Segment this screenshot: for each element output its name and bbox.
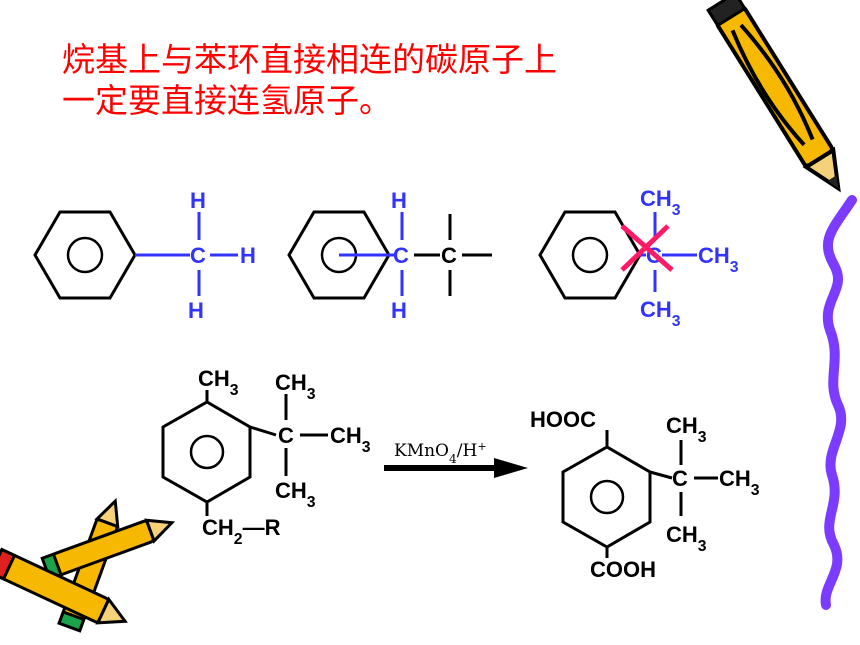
pencil-tip [802,146,841,193]
ch3-right: CH3 [719,466,760,499]
atom-H-top: H [391,188,407,213]
ch3-top-text: CH3 [666,413,707,446]
pencil-tip [95,596,128,625]
ch3-right-text: CH3 [330,423,371,456]
squiggle-border [820,195,857,610]
ch3-top: CH3 [275,370,316,403]
atom-H-bottom: H [391,298,407,323]
ch3-bottom: CH3 [640,297,681,330]
pencil-eraser [0,547,17,581]
aromatic-circle [571,236,609,274]
aromatic-circle [589,479,625,515]
atom-H-top: H [190,188,206,213]
atom-C1: C [393,243,409,268]
rule-line-2: 一定要直接连氢原子。 [62,81,392,120]
atom-C2: C [441,243,457,268]
ch3-right: CH3 [330,423,371,456]
structure-tertiary: C CH3 CH3 CH3 [538,186,739,330]
structure-toluene: H C H H [33,188,256,323]
ch3-right: CH3 [698,243,739,276]
ch3-bottom-text: CH3 [666,522,707,555]
pencil-tip [94,497,120,529]
benzene-ring [538,210,642,300]
benzene-ring [33,210,137,300]
ch3-top-text: CH3 [275,370,316,403]
cross-mark [620,224,670,272]
ch3-bottom: CH3 [666,522,707,555]
ring-ch3-text: CH3 [198,366,239,399]
ch2-r: CH2—R [202,515,281,548]
ch3-bottom-text: CH3 [640,297,681,330]
pencil-eraser [57,610,86,633]
aromatic-circle [66,236,104,274]
pencil-icon [706,0,841,193]
quaternary-c: C [278,423,294,448]
atom-H-right: H [240,243,256,268]
pencil-lead [827,175,839,189]
benzene-ring [561,445,652,549]
ch2-r-text: CH2—R [202,515,281,548]
ch3-bottom: CH3 [275,478,316,511]
pencil-stripes [730,23,815,147]
ch3-right-text: CH3 [698,243,739,276]
bond [249,425,277,437]
rule-line-1: 烷基上与苯环直接相连的碳原子上 [62,40,557,79]
pencil-tip [144,518,176,544]
ch3-top: CH3 [666,413,707,446]
reactant-molecule: CH3 CH3 C CH3 CH3 CH2—R [161,366,371,548]
pencil-band [706,0,747,28]
aromatic-circle [189,434,225,470]
ch3-right-text: CH3 [719,466,760,499]
benzene-ring [287,210,391,300]
atom-C: C [190,243,206,268]
product-molecule: HOOC CH3 C CH3 CH3 COOH [530,407,760,582]
quaternary-c: C [672,466,688,491]
hooc-group: HOOC [530,407,596,432]
reagent-label: KMnO4/H+ [394,440,487,467]
benzene-ring [161,400,252,504]
ch3-top: CH3 [640,186,681,219]
cooh-group: COOH [590,557,656,582]
structure-secondary-bonds: H C C H [339,188,492,323]
ch3-top-text: CH3 [640,186,681,219]
arrow-head [494,458,528,478]
bond [649,470,673,480]
reaction-arrow: KMnO4/H+ [384,440,528,478]
pencils-bundle-icon [0,497,176,633]
atom-H-bottom: H [188,298,204,323]
ch3-bottom-text: CH3 [275,478,316,511]
squiggle-line [820,195,857,610]
ring-ch3: CH3 [198,366,239,399]
